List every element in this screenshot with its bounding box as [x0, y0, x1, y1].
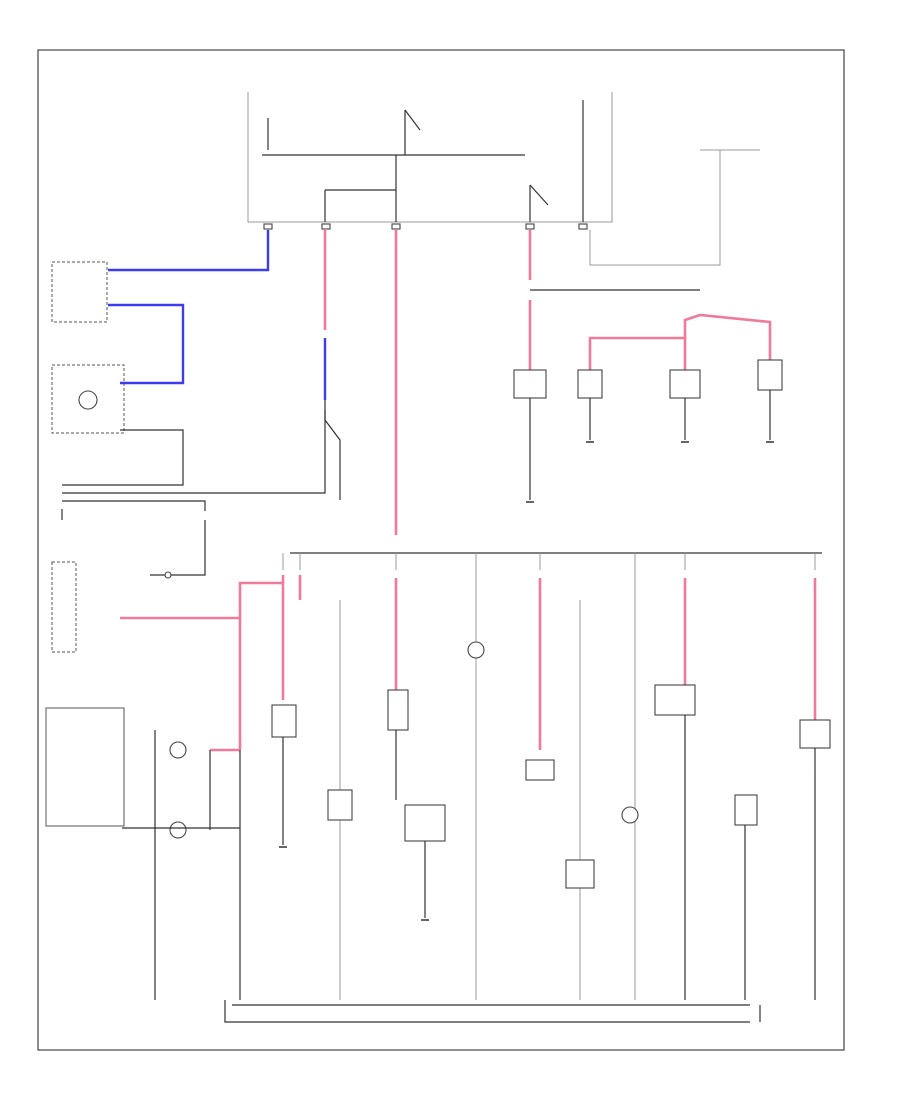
left-black-wires [61, 400, 341, 579]
connector-l [169, 741, 187, 759]
bus-drops [282, 553, 816, 1000]
passenger-lamp-4 [757, 359, 783, 391]
fuse-2 [391, 223, 401, 230]
lower-components [122, 641, 831, 1000]
left-connector-box [45, 261, 125, 827]
pink-wires [120, 230, 817, 752]
connector-m [169, 821, 187, 839]
switch-c [387, 689, 409, 731]
upper-right-components [513, 289, 783, 500]
lamp-j [799, 719, 831, 749]
lamp-i [654, 684, 696, 716]
switch-g [565, 859, 595, 889]
power-source-box [589, 149, 760, 266]
lamp-f [525, 759, 555, 781]
ground-bus-bottom [224, 1000, 761, 1023]
ground-symbols [279, 441, 774, 921]
fuse-5 [578, 223, 588, 230]
lamp-a [271, 704, 297, 738]
fuse-4 [263, 223, 273, 230]
fuse-1 [321, 223, 331, 230]
passenger-lamp-1 [513, 369, 547, 399]
switch-b [327, 789, 353, 821]
lamp-e [467, 641, 485, 659]
switch-k [734, 794, 758, 826]
lamp-h [621, 806, 639, 824]
fuse-3 [525, 223, 535, 230]
motor-symbol [78, 390, 98, 410]
relay-d [404, 804, 446, 842]
fuse-relay-box [247, 92, 613, 230]
blue-wires [108, 230, 327, 400]
passenger-lamp-3 [669, 369, 701, 399]
passenger-lamp-2 [577, 369, 603, 399]
diagram-frame [37, 49, 845, 1051]
